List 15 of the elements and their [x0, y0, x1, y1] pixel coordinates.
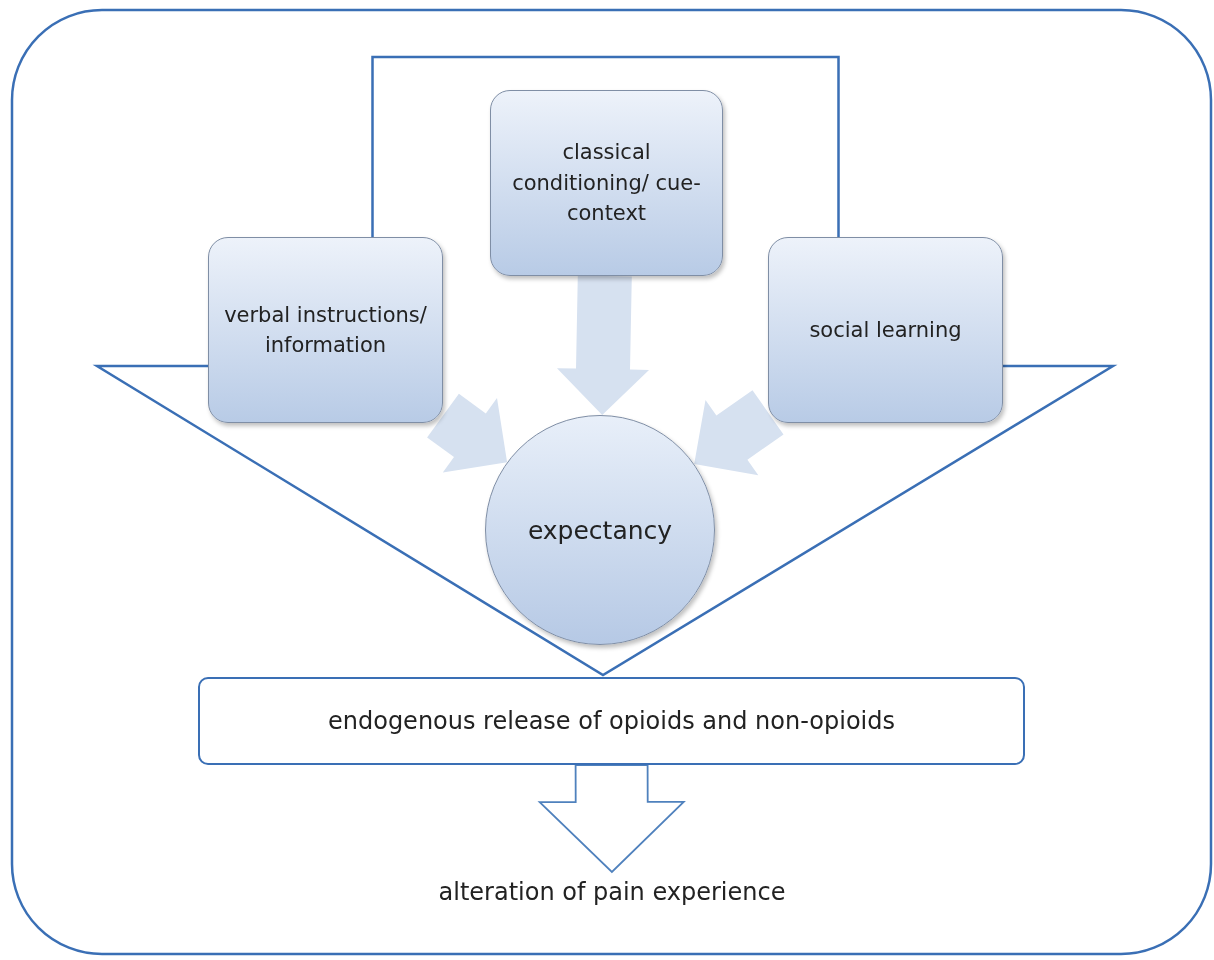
node-label: expectancy: [527, 515, 673, 545]
node-label: endogenous release of opioids and non-opioids: [328, 707, 895, 735]
block-arrow: [694, 390, 784, 476]
process-box: [198, 677, 1025, 765]
node-label: social learning: [809, 316, 962, 344]
node-label: verbal instructions/ information: [223, 301, 428, 359]
process-box: [768, 237, 1003, 423]
process-box: [490, 90, 723, 276]
block-arrow: [557, 275, 649, 415]
process-box: [208, 237, 443, 423]
node-label: classical conditioning/ cue-context: [511, 139, 702, 228]
block-arrow: [427, 393, 508, 473]
connector-line: [371, 55, 840, 237]
block-arrow: [537, 764, 686, 874]
outcome-text: alteration of pain experience: [438, 878, 786, 906]
